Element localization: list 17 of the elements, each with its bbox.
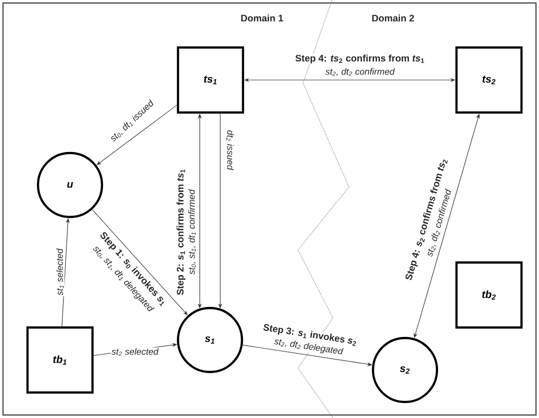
arrow	[92, 209, 188, 316]
edge-label: Step 2: s$_{1}$ confirms from ts$_{1}$	[176, 168, 186, 296]
square-node: tb$_{2}$	[455, 261, 523, 329]
message-label: st$_{2}$, dt$_{2}$ confirmed	[324, 67, 396, 77]
circle-node: u	[36, 152, 104, 218]
square-node: tb$_{1}$	[26, 326, 94, 394]
circle-node: s$_{2}$	[372, 336, 438, 404]
edge-label: Step 4: ts$_{2}$ confirms from ts$_{1}$	[294, 54, 426, 64]
square-node: ts$_{2}$	[455, 46, 523, 114]
domain-label: Domain 1	[240, 14, 284, 22]
edge-label: dt$_{2}$ issued	[225, 129, 235, 171]
edge-label: st$_{1}$ selected	[55, 248, 65, 296]
edge-label: st$_{2}$ selected	[110, 347, 160, 357]
circle-node: s$_{1}$	[176, 306, 244, 374]
square-node: ts$_{1}$	[176, 46, 244, 114]
domain-label: Domain 2	[370, 14, 416, 22]
message-label: st$_{0}$, st$_{1}$, dt$_{1}$ confirmed	[187, 188, 197, 276]
